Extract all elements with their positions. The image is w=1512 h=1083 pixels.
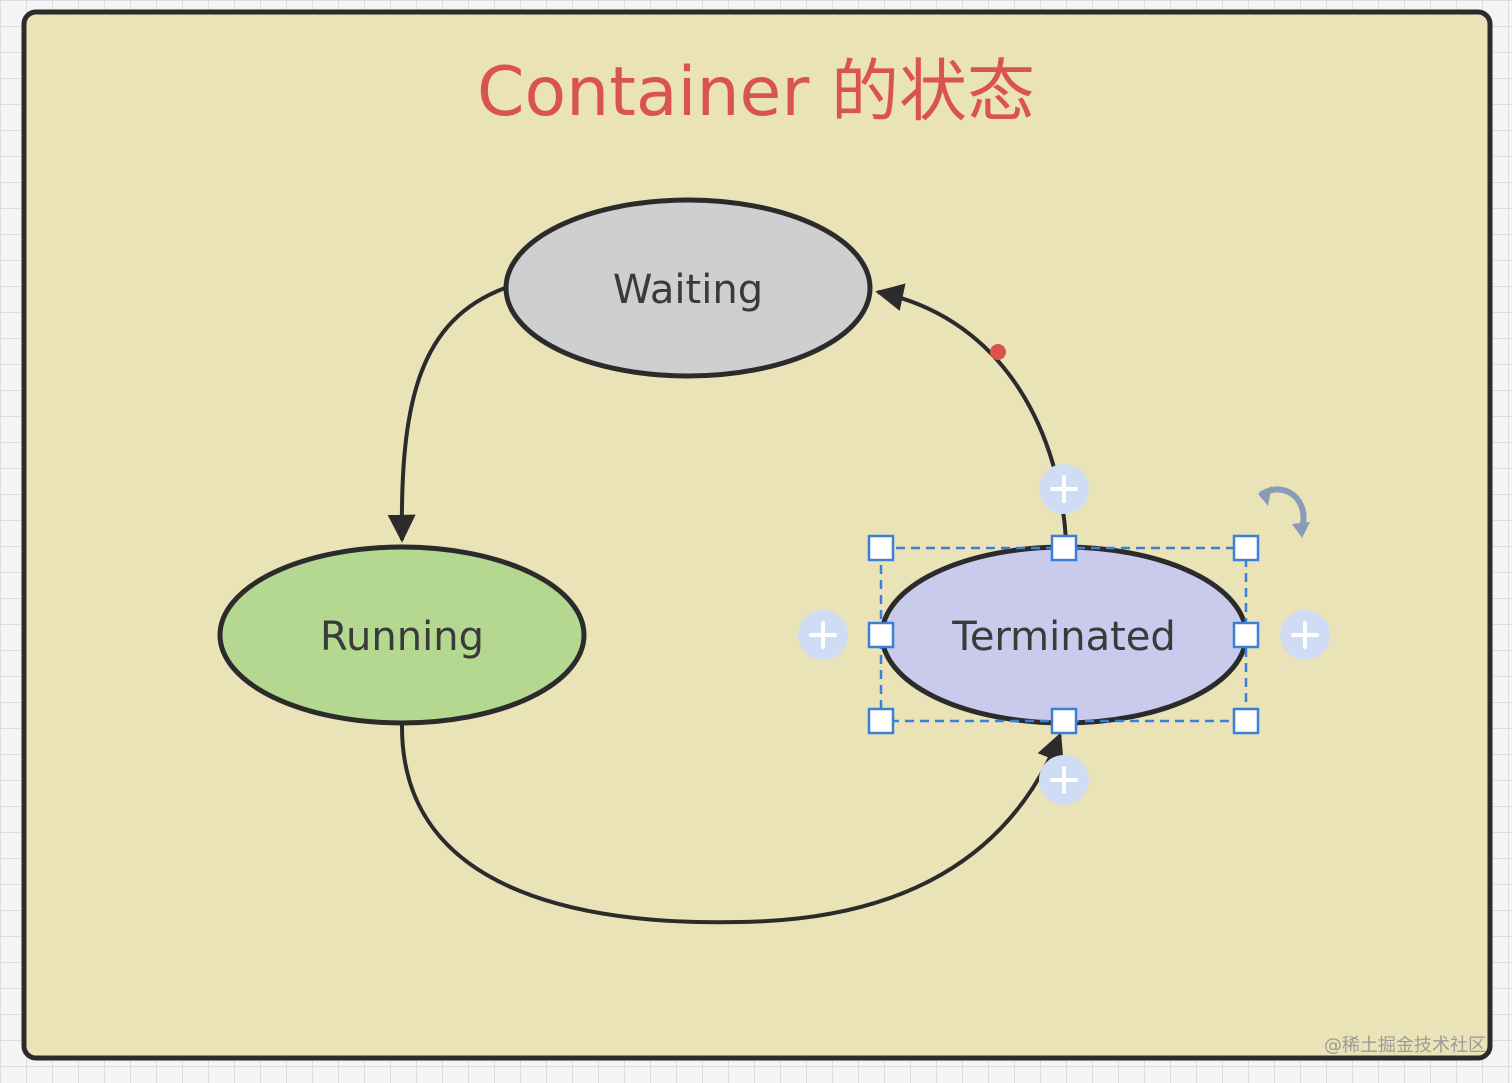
resize-handle-top-left[interactable]: [867, 534, 895, 562]
edge-running-to-terminated[interactable]: [399, 723, 1064, 925]
edge-control-point[interactable]: [990, 344, 1006, 360]
resize-handle-left[interactable]: [867, 621, 895, 649]
resize-handle-bottom-right[interactable]: [1232, 707, 1260, 735]
watermark: @稀土掘金技术社区: [1324, 1035, 1486, 1056]
resize-handle-right[interactable]: [1232, 621, 1260, 649]
resize-handle-bottom-left[interactable]: [867, 707, 895, 735]
diagram-title: Container 的状态: [477, 53, 1035, 132]
node-terminated[interactable]: Terminated: [879, 544, 1249, 726]
add-connector-bottom-button[interactable]: [1039, 755, 1089, 805]
edge-waiting-to-running[interactable]: [387, 286, 506, 543]
add-connector-right-button[interactable]: [1280, 610, 1330, 660]
node-waiting[interactable]: Waiting: [503, 197, 873, 379]
rotate-handle[interactable]: [1258, 486, 1310, 538]
add-connector-left-button[interactable]: [798, 610, 848, 660]
node-running[interactable]: Running: [217, 544, 587, 726]
resize-handle-bottom[interactable]: [1050, 707, 1078, 735]
resize-handle-top-right[interactable]: [1232, 534, 1260, 562]
add-connector-top-button[interactable]: [1039, 464, 1089, 514]
node-running-label: Running: [320, 614, 484, 660]
node-waiting-label: Waiting: [613, 267, 763, 313]
resize-handle-top[interactable]: [1050, 534, 1078, 562]
node-terminated-label: Terminated: [951, 614, 1176, 660]
container-frame[interactable]: [21, 9, 1493, 1061]
